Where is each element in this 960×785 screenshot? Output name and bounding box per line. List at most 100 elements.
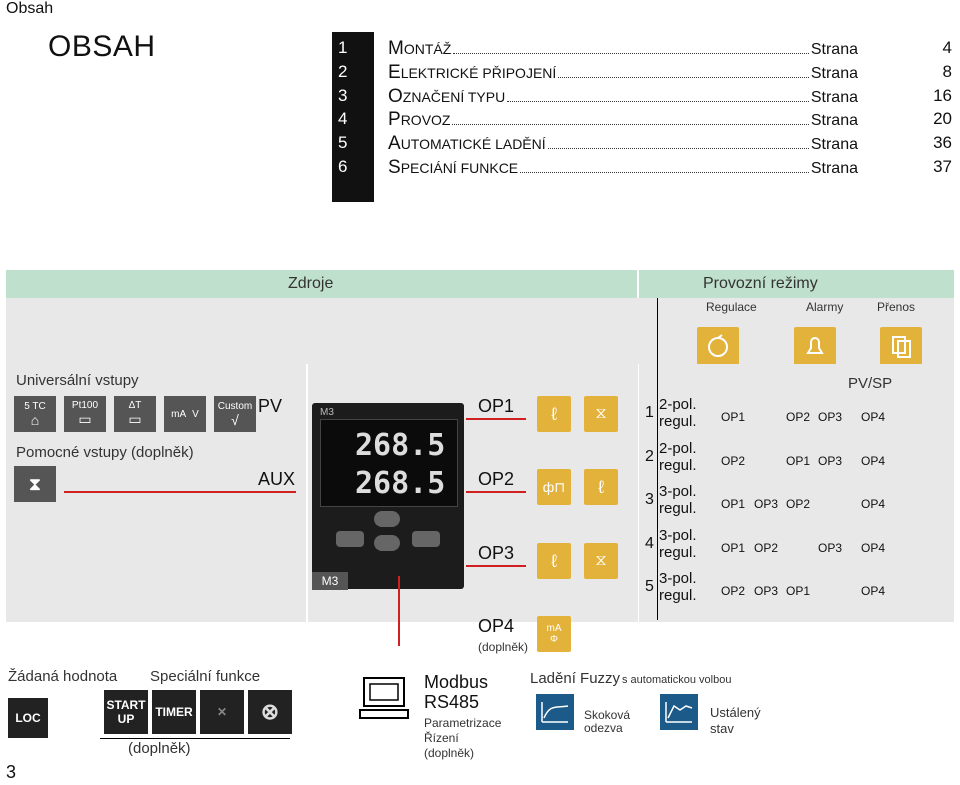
page-title: OBSAH: [48, 30, 156, 63]
toc-page-number: 37: [933, 157, 952, 176]
triac2-icon: ⧖: [584, 543, 618, 579]
mode-cell: OP4: [861, 584, 886, 598]
controller-device: 268.5 268.5 M3: [312, 403, 464, 589]
scroll-button[interactable]: [412, 531, 440, 547]
prenos-label: Přenos: [877, 300, 916, 314]
op1-arrow: [466, 418, 526, 420]
alarmy-label: Alarmy: [806, 300, 844, 314]
toc-leader: [507, 100, 809, 102]
mode-type-line2: regul.: [659, 500, 697, 517]
computer-icon: [354, 676, 414, 720]
setpoint-label: Žádaná hodnota: [8, 668, 118, 685]
custom-icon-label: Custom: [217, 400, 253, 412]
toc-number: 3: [338, 85, 348, 105]
modbus-arrow: [398, 576, 400, 646]
tc-icon-label: 5 TC: [24, 400, 46, 412]
fuzzy-label: Ladění Fuzzy: [530, 670, 621, 687]
op3-arrow: [466, 565, 526, 567]
toc-page-label: Strana: [810, 136, 858, 154]
mode-cell: OP3: [818, 410, 843, 424]
toc-page-label: Strana: [810, 112, 858, 130]
down-button[interactable]: [374, 535, 400, 551]
mode-type-line1: 3-pol.: [659, 570, 697, 587]
rs485-label: RS485: [424, 692, 480, 712]
mode-cell: OP3: [754, 497, 779, 511]
display-top-value: 268.5: [355, 428, 446, 463]
mode-type: 3-pol.regul.: [659, 570, 697, 604]
mode-cell: OP2: [786, 410, 811, 424]
zdroje-band: Zdroje: [6, 270, 637, 298]
mode-cell: OP3: [818, 540, 843, 555]
modbus-doplnek: (doplněk): [424, 746, 475, 760]
program-icon: ✕: [200, 690, 244, 734]
toc-page-number: 20: [933, 109, 952, 129]
op3-label: OP3: [478, 543, 515, 563]
toc-number: 6: [338, 157, 348, 176]
page-button[interactable]: [336, 531, 364, 547]
mode-cell: OP3: [754, 584, 779, 598]
mode-cell: OP2: [754, 540, 779, 555]
mode-cell: OP1: [721, 540, 746, 555]
zdroje-label: Zdroje: [288, 275, 334, 292]
bracket-line: [100, 738, 290, 739]
toc-leader: [520, 172, 809, 173]
toc-title: PECIÁNÍ FUNKCE: [400, 160, 519, 176]
up-button[interactable]: [374, 511, 400, 527]
modes-divider: [657, 298, 658, 620]
v-icon-label: V: [192, 408, 199, 420]
provozni-band: Provozní režimy: [639, 270, 954, 298]
toc-page-number: 16: [933, 85, 952, 105]
relay2-icon: ℓ: [584, 469, 618, 505]
m3-tag: M3: [312, 572, 348, 590]
mode-number: 4: [645, 534, 654, 552]
toc-title-initial: O: [388, 85, 403, 107]
mode-type: 3-pol.regul.: [659, 483, 697, 517]
pvsp-label: PV/SP: [848, 375, 893, 392]
op2-arrow: [466, 491, 526, 493]
mode-number: 3: [645, 491, 654, 508]
mode-number: 1: [645, 404, 654, 421]
up-text: UP: [117, 712, 135, 726]
toc-number: 4: [338, 109, 348, 129]
aux-label: AUX: [258, 469, 296, 489]
toc-leader: [547, 148, 809, 150]
ustaleny-label: Ustálený: [710, 705, 761, 720]
toc-page-number: 4: [942, 38, 952, 57]
mode-type-line1: 2-pol.: [659, 396, 697, 413]
mode-type-line2: regul.: [659, 587, 697, 604]
toc-title-initial: P: [388, 109, 401, 131]
toc-number: 2: [338, 61, 348, 81]
aux-inputs-label: Pomocné vstupy (doplněk): [16, 444, 194, 461]
op1-label: OP1: [478, 396, 515, 416]
toc-number: 1: [338, 38, 348, 57]
toc-leader: [452, 124, 809, 126]
aux-arrow: [64, 491, 296, 493]
mode-type-line2: regul.: [659, 456, 697, 474]
steady-state-icon: [660, 694, 698, 730]
relay3-icon: ℓ: [537, 543, 571, 579]
param-label: Parametrizace: [424, 716, 502, 730]
logic-icon: ф⊓: [537, 469, 571, 505]
modbus-label: Modbus: [424, 672, 489, 692]
relay-icon: ℓ: [537, 396, 571, 432]
thermocouple-icon: 5 TC⌂: [14, 396, 56, 432]
pt100-icon-label: Pt100: [71, 400, 99, 411]
pt100-icon: Pt100▭: [64, 396, 106, 432]
display-bottom-value: 268.5: [355, 466, 446, 501]
toc-number-band: [332, 32, 374, 202]
mode-cell: OP2: [721, 453, 746, 468]
delta-t-icon: ΔT▭: [114, 396, 156, 432]
mode-number: 5: [645, 578, 654, 595]
toc-title-initial: A: [388, 133, 401, 155]
timer-icon: TIMER: [152, 690, 196, 734]
mode-cell: OP3: [818, 453, 843, 468]
pv-label: PV: [258, 396, 283, 416]
